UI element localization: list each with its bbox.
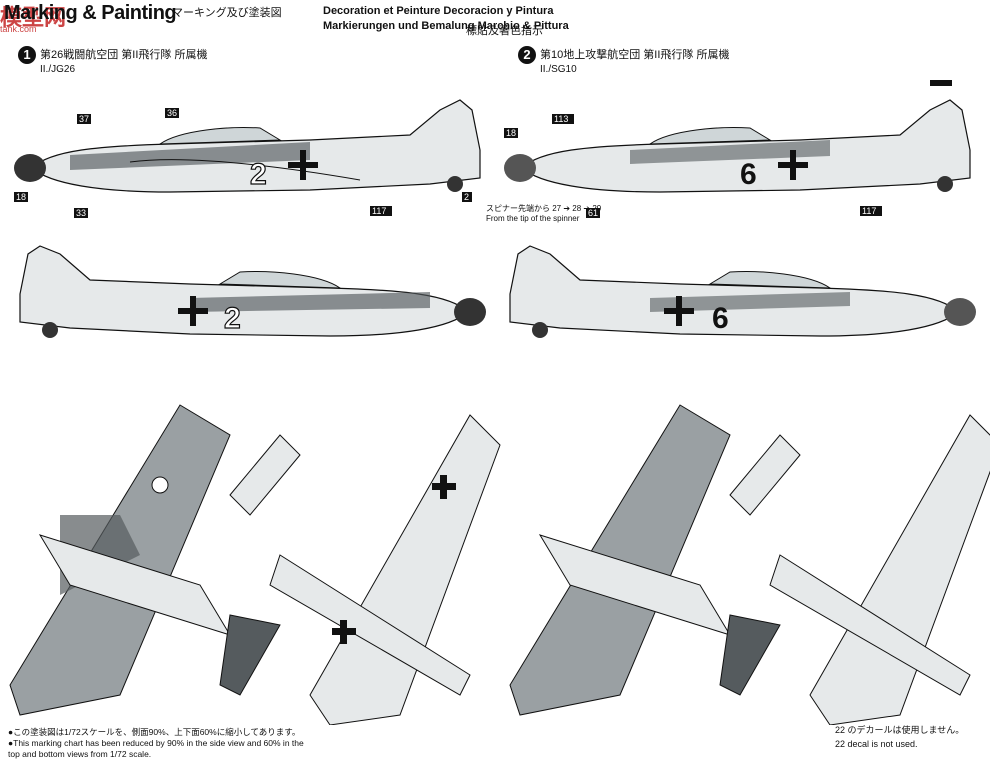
callout-117: 117 xyxy=(372,206,386,216)
unit-1-code: II./JG26 xyxy=(40,64,76,76)
callout-33: 33 xyxy=(76,208,86,218)
underwing-cross-icon xyxy=(332,620,356,644)
fuselage-cross-1-left xyxy=(288,150,318,180)
unit-2-number: 2 xyxy=(518,46,536,65)
bottom-view-aircraft-2 xyxy=(729,414,990,725)
callout-36: 36 xyxy=(167,108,177,118)
tailwheel-2-left xyxy=(937,176,953,192)
spinner-note-jp: スピナー先端から 27 ➔ 28 ➔ 29 xyxy=(486,204,602,213)
callout-117: 117 xyxy=(862,206,876,216)
side-view-aircraft-1-left: 2 37 36 18 33 117 2 xyxy=(14,99,481,218)
spinner-1-right xyxy=(454,298,486,326)
spinner-2-right xyxy=(944,298,976,326)
top-view-aircraft-1 xyxy=(9,404,281,716)
title-chinese: 標貼及著色指示 xyxy=(466,25,543,37)
fuselage-code-2-right: 6 xyxy=(712,302,729,335)
unit-1-label: 1 第26戦闘航空団 第II飛行隊 所属機 II./JG26 xyxy=(18,46,207,75)
decal-note: 22 のデカールは使用しません。 22 decal is not used. xyxy=(835,723,964,751)
fuselage-2-left xyxy=(504,99,971,193)
unit-2-label: 2 第10地上攻撃航空団 第II飛行隊 所属機 II./SG10 xyxy=(518,46,729,75)
tailwheel-1-left xyxy=(447,176,463,192)
callout-113: 113 xyxy=(554,114,568,124)
scale-note-en-1: ●This marking chart has been reduced by … xyxy=(8,738,304,748)
unit-1-name: 第26戦闘航空団 第II飛行隊 所属機 xyxy=(40,49,208,61)
callout-2: 2 xyxy=(464,192,469,202)
fuselage-1-left xyxy=(14,99,481,193)
spinner-note: スピナー先端から 27 ➔ 28 ➔ 29 From the tip of th… xyxy=(486,204,601,224)
decal-note-en: 22 decal is not used. xyxy=(835,739,918,749)
wing-cross-icon xyxy=(151,476,169,494)
callout-18: 18 xyxy=(16,192,26,202)
fuselage-code-1-right: 2 xyxy=(224,302,241,335)
spinner-1-left xyxy=(14,154,46,182)
fuselage-code-1-left: 2 xyxy=(250,158,267,191)
title-german-italian: Markierungen und Bemalung Marchio & Pitt… xyxy=(323,20,569,32)
scale-note-en-2: top and bottom views from 1/72 scale. xyxy=(8,749,152,759)
watermark-logo: 模型网 xyxy=(0,5,67,30)
scale-note-jp: ●この塗装図は1/72スケールを、側面90%、上下面60%に縮小してあります。 xyxy=(8,727,301,737)
side-view-aircraft-2-left: 6 113 18 61 117 xyxy=(504,80,971,218)
fuselage-cross-1-right xyxy=(178,296,208,326)
callouts-side-2-left: 113 18 61 117 xyxy=(504,80,952,218)
title-french-spanish: Decoration et Peinture Decoracion y Pint… xyxy=(323,5,554,17)
scale-note: ●この塗装図は1/72スケールを、側面90%、上下面60%に縮小してあります。 … xyxy=(8,727,304,760)
fuselage-cross-2-left xyxy=(778,150,808,180)
side-view-aircraft-1-right: 2 xyxy=(19,245,486,338)
title-japanese: マーキング及び塗装図 xyxy=(172,7,282,19)
spinner-2-left xyxy=(504,154,536,182)
top-view-aircraft-2 xyxy=(509,404,781,716)
fuselage-cross-2-right xyxy=(664,296,694,326)
callout-18: 18 xyxy=(506,128,516,138)
unit-2-name: 第10地上攻撃航空団 第II飛行隊 所属機 xyxy=(540,49,730,61)
watermark-url: tank.com xyxy=(0,24,37,34)
fuselage-2-right xyxy=(509,245,976,338)
underwing-cross-icon xyxy=(432,475,456,499)
bottom-view-aircraft-1 xyxy=(229,414,501,725)
fuselage-code-2-left: 6 xyxy=(740,158,757,191)
side-view-aircraft-2-right: 6 xyxy=(509,245,976,338)
callouts-side-1-left: 37 36 18 33 117 2 xyxy=(14,108,472,218)
callout-37: 37 xyxy=(79,114,89,124)
callout-61: 61 xyxy=(588,208,598,218)
page-title: Marking & Painting xyxy=(4,2,177,24)
fuselage-1-right xyxy=(19,245,486,338)
tailwheel-2-right xyxy=(532,322,548,338)
decal-note-jp: 22 のデカールは使用しません。 xyxy=(835,725,965,735)
spinner-note-en: From the tip of the spinner xyxy=(486,214,580,223)
plan-views xyxy=(9,404,990,725)
tailwheel-1-right xyxy=(42,322,58,338)
unit-1-number: 1 xyxy=(18,46,36,65)
unit-2-code: II./SG10 xyxy=(540,64,577,76)
